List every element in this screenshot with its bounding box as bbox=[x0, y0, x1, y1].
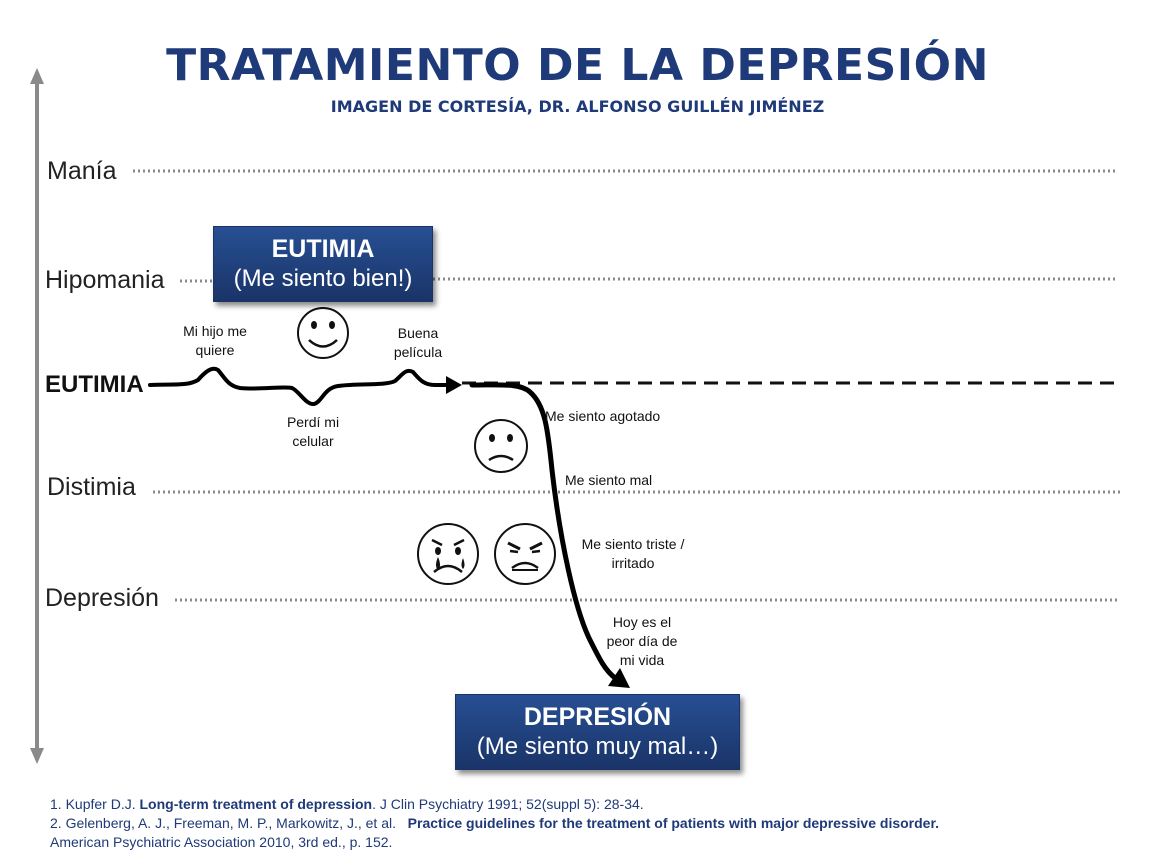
note-peor-dia-line3: mi vida bbox=[619, 652, 665, 668]
level-label-hipomania: Hipomania bbox=[45, 266, 165, 294]
happy-face-icon bbox=[297, 307, 349, 359]
note-perdi-celular-line2: celular bbox=[292, 433, 334, 449]
reference-2-title: Practice guidelines for the treatment of… bbox=[407, 815, 940, 831]
page-title: TRATAMIENTO DE LA DEPRESIÓN bbox=[166, 40, 989, 91]
note-agotado: Me siento agotado bbox=[545, 408, 661, 424]
note-perdi-celular-line1: Perdí mi bbox=[286, 414, 340, 430]
note-mal: Me siento mal bbox=[565, 472, 653, 488]
depresion-box: DEPRESIÓN (Me siento muy mal…) bbox=[455, 694, 740, 770]
reference-1-authors: 1. Kupfer D.J. bbox=[50, 796, 140, 812]
note-mi-hijo-line1: Mi hijo me bbox=[183, 323, 247, 339]
reference-2-source: American Psychiatric Association 2010, 3… bbox=[50, 834, 393, 850]
note-buena-pelicula: Buena película bbox=[378, 324, 458, 362]
note-buena-pelicula-line2: película bbox=[393, 344, 443, 360]
reference-1-source: . J Clin Psychiatry 1991; 52(suppl 5): 2… bbox=[372, 796, 644, 812]
mood-curve-arrowhead-2 bbox=[608, 668, 630, 688]
eutimia-box: EUTIMIA (Me siento bien!) bbox=[213, 226, 433, 302]
note-triste-line2: irritado bbox=[611, 555, 655, 571]
angry-face-icon bbox=[494, 523, 556, 585]
level-label-depresion: Depresión bbox=[45, 584, 159, 612]
axis-up-arrowhead bbox=[30, 68, 44, 84]
mood-curve-eutimia bbox=[148, 366, 452, 406]
page-subtitle: IMAGEN DE CORTESÍA, DR. ALFONSO GUILLÉN … bbox=[330, 97, 825, 116]
level-label-mania: Manía bbox=[47, 157, 117, 185]
level-label-distimia: Distimia bbox=[47, 473, 136, 501]
reference-2-authors: 2. Gelenberg, A. J., Freeman, M. P., Mar… bbox=[50, 815, 408, 831]
note-peor-dia: Hoy es el peor día de mi vida bbox=[596, 613, 688, 670]
mood-curve-arrowhead-1 bbox=[446, 376, 462, 394]
note-peor-dia-line2: peor día de bbox=[606, 633, 678, 649]
crying-face-icon bbox=[417, 523, 479, 585]
eutimia-box-title: EUTIMIA bbox=[271, 235, 375, 263]
depresion-box-caption: (Me siento muy mal…) bbox=[476, 733, 719, 760]
reference-2: 2. Gelenberg, A. J., Freeman, M. P., Mar… bbox=[50, 814, 939, 833]
note-perdi-celular: Perdí mi celular bbox=[273, 413, 353, 451]
axis-down-arrowhead bbox=[30, 748, 44, 764]
reference-1: 1. Kupfer D.J. Long-term treatment of de… bbox=[50, 795, 939, 814]
reference-1-title: Long-term treatment of depression bbox=[139, 796, 373, 812]
note-mi-hijo: Mi hijo me quiere bbox=[160, 322, 270, 360]
note-mi-hijo-line2: quiere bbox=[195, 342, 235, 358]
mood-curve-drop bbox=[469, 382, 618, 681]
note-buena-pelicula-line1: Buena bbox=[397, 325, 439, 341]
note-peor-dia-line1: Hoy es el bbox=[612, 614, 672, 630]
note-triste-line1: Me siento triste / bbox=[581, 536, 685, 552]
depresion-box-title: DEPRESIÓN bbox=[523, 703, 672, 731]
level-label-eutimia: EUTIMIA bbox=[45, 371, 144, 398]
references: 1. Kupfer D.J. Long-term treatment of de… bbox=[50, 795, 939, 852]
note-triste: Me siento triste / irritado bbox=[572, 535, 694, 573]
eutimia-box-caption: (Me siento bien!) bbox=[233, 265, 413, 292]
sad-face-icon bbox=[474, 419, 528, 473]
